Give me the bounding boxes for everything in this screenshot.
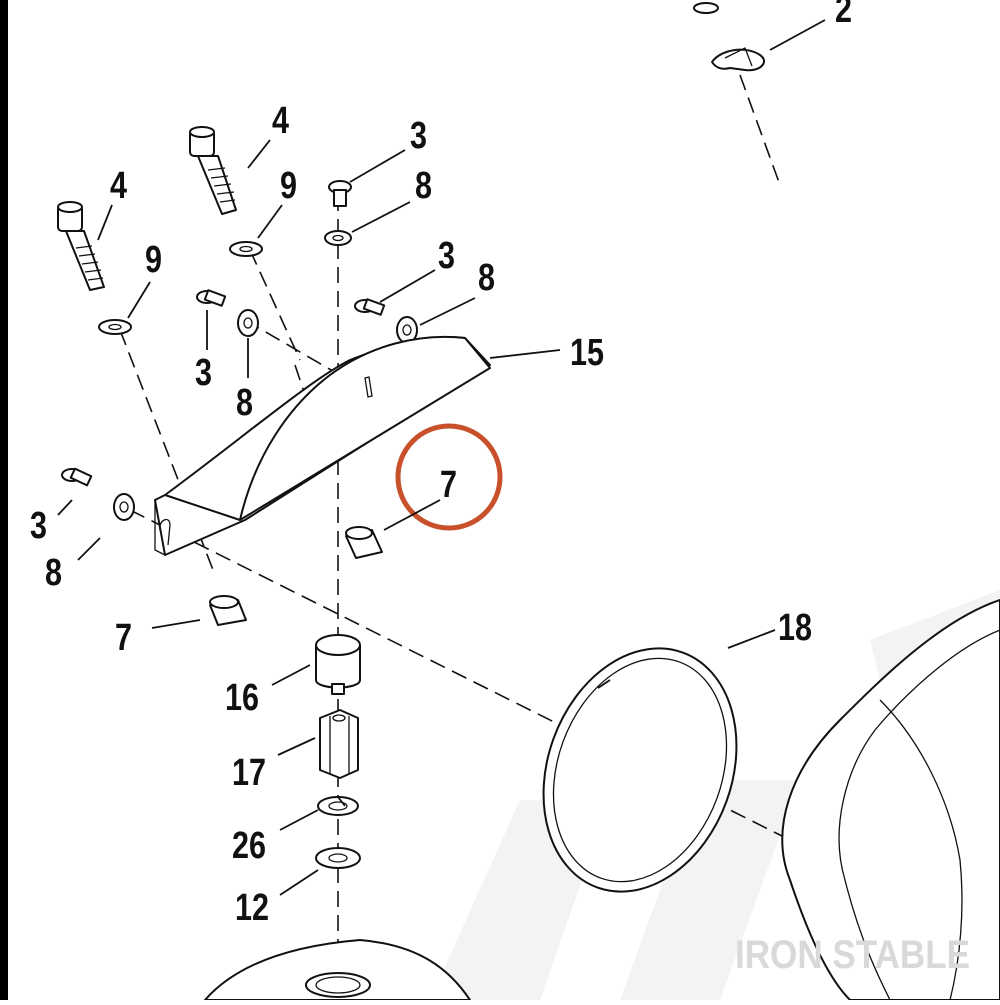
part-7-spacers xyxy=(209,526,383,626)
part-26-lock-washer xyxy=(317,796,359,816)
callout-18-ring: 18 xyxy=(778,607,812,649)
part-3-button-screws xyxy=(61,180,386,487)
left-edge-bar xyxy=(0,0,8,1000)
callout-2: 2 xyxy=(835,0,852,31)
part-4-cap-screw-right xyxy=(189,126,237,215)
callout-26-lock-washer: 26 xyxy=(232,825,266,867)
callout-4-right-screw: 4 xyxy=(272,100,289,142)
part-16-rubber-mount xyxy=(315,634,361,695)
part-9-lock-washers xyxy=(98,241,263,335)
part-17-hex-standoff xyxy=(319,709,359,779)
callout-4-left-screw: 4 xyxy=(110,165,127,207)
bottom-tank-outline xyxy=(204,939,471,1001)
callout-7-highlighted: 7 xyxy=(440,464,457,506)
callout-3-right-screw: 3 xyxy=(438,235,455,277)
callout-7-lower-spacer: 7 xyxy=(115,617,132,659)
part-12-flat-washer xyxy=(315,847,361,869)
watermark-brand: IRON STABLE xyxy=(735,933,970,977)
part-15-bracket xyxy=(154,335,491,556)
callout-3-top-screw: 3 xyxy=(410,115,427,157)
callout-3-lower-screw: 3 xyxy=(30,505,47,547)
highlight-circle xyxy=(395,423,503,531)
callout-16-mount: 16 xyxy=(225,677,259,719)
part-4-cap-screw-left xyxy=(57,201,105,291)
part-2-wire-clip xyxy=(693,2,765,72)
callout-8-right-washer: 8 xyxy=(478,257,495,299)
callout-leader-lines xyxy=(57,19,826,896)
callout-15-bracket: 15 xyxy=(570,332,604,374)
callout-9-left-washer: 9 xyxy=(145,239,162,281)
right-housing-outline xyxy=(781,599,1000,1001)
callout-8-lower-washer: 8 xyxy=(45,552,62,594)
callout-12-washer: 12 xyxy=(235,887,269,929)
part-8-flat-washers xyxy=(113,230,418,521)
callout-labels: 2 4 4 3 8 9 9 3 8 15 3 8 7 3 8 7 18 16 1… xyxy=(30,0,852,929)
callout-17-standoff: 17 xyxy=(232,752,266,794)
callout-8-middle-washer: 8 xyxy=(236,382,253,424)
part-18-ring xyxy=(542,647,738,893)
callout-9-right-washer: 9 xyxy=(280,165,297,207)
callout-8-top-washer: 8 xyxy=(415,165,432,207)
callout-3-middle-screw: 3 xyxy=(195,352,212,394)
